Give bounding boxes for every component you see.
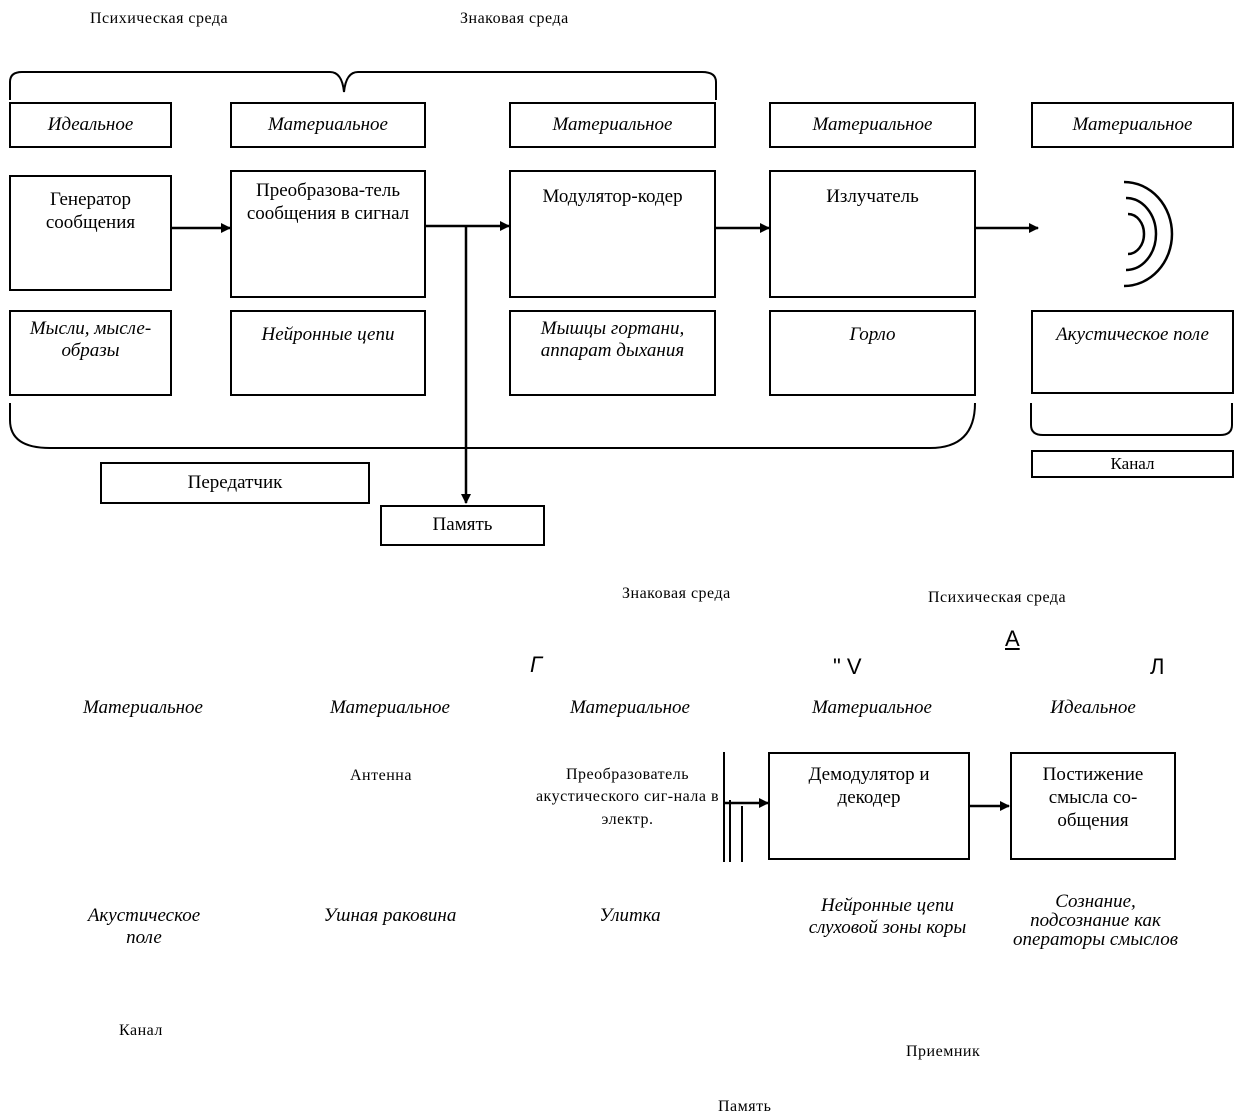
- demodulator-decoder-text: Демодулятор и декодер: [808, 764, 930, 808]
- memory-text-top: Память: [432, 514, 493, 536]
- carrier-label-b5: Сознание, подсознание как операторы смыс…: [1013, 891, 1178, 950]
- carrier-label-4: Горло: [769, 310, 976, 396]
- emitter-block: Излучатель: [769, 170, 976, 298]
- nature-label-b2: Материальное: [329, 697, 450, 718]
- symbol-4: Л: [1150, 654, 1165, 679]
- emitter-text: Излучатель: [826, 186, 919, 207]
- nature-label-2: Материальное: [230, 102, 426, 148]
- top-brace: [9, 71, 717, 100]
- env-label-psychic-bottom: Психическая среда: [928, 589, 1067, 606]
- demodulator-decoder-block: Демодулятор и декодер: [768, 752, 970, 860]
- channel-brace: [1030, 403, 1233, 436]
- channel-label-top: Канал: [1031, 450, 1234, 478]
- carrier-label-3: Мышцы гортани, аппарат дыхания: [509, 310, 716, 396]
- env-label-psychic: Психическая среда: [90, 10, 229, 27]
- nature-label-b3: Материальное: [569, 697, 690, 718]
- receiver-label: Приемник: [906, 1043, 981, 1060]
- modulator-coder-text: Модулятор-кодер: [542, 186, 683, 207]
- memory-label-bottom: Память: [718, 1098, 772, 1115]
- transmitter-brace: [9, 402, 976, 449]
- acoustic-converter-text: Преобразователь акустического сиг-нала в…: [535, 766, 720, 828]
- carrier-label-2: Нейронные цепи: [230, 310, 426, 396]
- carrier-label-5: Акустическое поле: [1031, 310, 1234, 394]
- carrier-label-b4: Нейронные цепи слуховой зоны коры: [808, 895, 967, 938]
- nature-label-b1: Материальное: [82, 697, 203, 718]
- transmitter-label: Передатчик: [100, 462, 370, 504]
- nature-label-1: Идеальное: [9, 102, 172, 148]
- nature-label-b4: Материальное: [811, 697, 932, 718]
- carrier-label-b3: Улитка: [599, 905, 661, 926]
- nature-label-5: Материальное: [1031, 102, 1234, 148]
- modulator-coder-block: Модулятор-кодер: [509, 170, 716, 298]
- env-label-sign: Знаковая среда: [460, 10, 569, 27]
- message-converter-block: Преобразова-тель сообщения в сигнал: [230, 170, 426, 298]
- comprehension-block: Постижение смысла со-общения: [1010, 752, 1176, 860]
- env-label-sign-bottom: Знаковая среда: [622, 585, 731, 602]
- carrier-label-b1: Акустическое поле: [87, 905, 201, 948]
- channel-text-top: Канал: [1110, 453, 1155, 473]
- sound-wave-icon: [1123, 180, 1174, 288]
- symbol-1: Г: [530, 652, 542, 677]
- symbol-3: А: [1005, 626, 1020, 651]
- channel-label-bottom: Канал: [119, 1022, 163, 1039]
- nature-label-3: Материальное: [509, 102, 716, 148]
- message-converter-text: Преобразова-тель сообщения в сигнал: [246, 180, 410, 224]
- comprehension-text: Постижение смысла со-общения: [1042, 764, 1144, 831]
- message-generator-block: Генератор сообщения: [9, 175, 172, 291]
- carrier-label-1: Мысли, мысле-образы: [9, 310, 172, 396]
- message-generator-text: Генератор сообщения: [45, 189, 136, 233]
- memory-label-top: Память: [380, 505, 545, 546]
- nature-label-b5: Идеальное: [1050, 697, 1136, 718]
- transmitter-text: Передатчик: [187, 471, 283, 493]
- nature-label-4: Материальное: [769, 102, 976, 148]
- antenna-text: Антенна: [350, 767, 412, 784]
- carrier-label-b2: Ушная раковина: [323, 905, 457, 926]
- symbol-2: " V: [833, 654, 862, 679]
